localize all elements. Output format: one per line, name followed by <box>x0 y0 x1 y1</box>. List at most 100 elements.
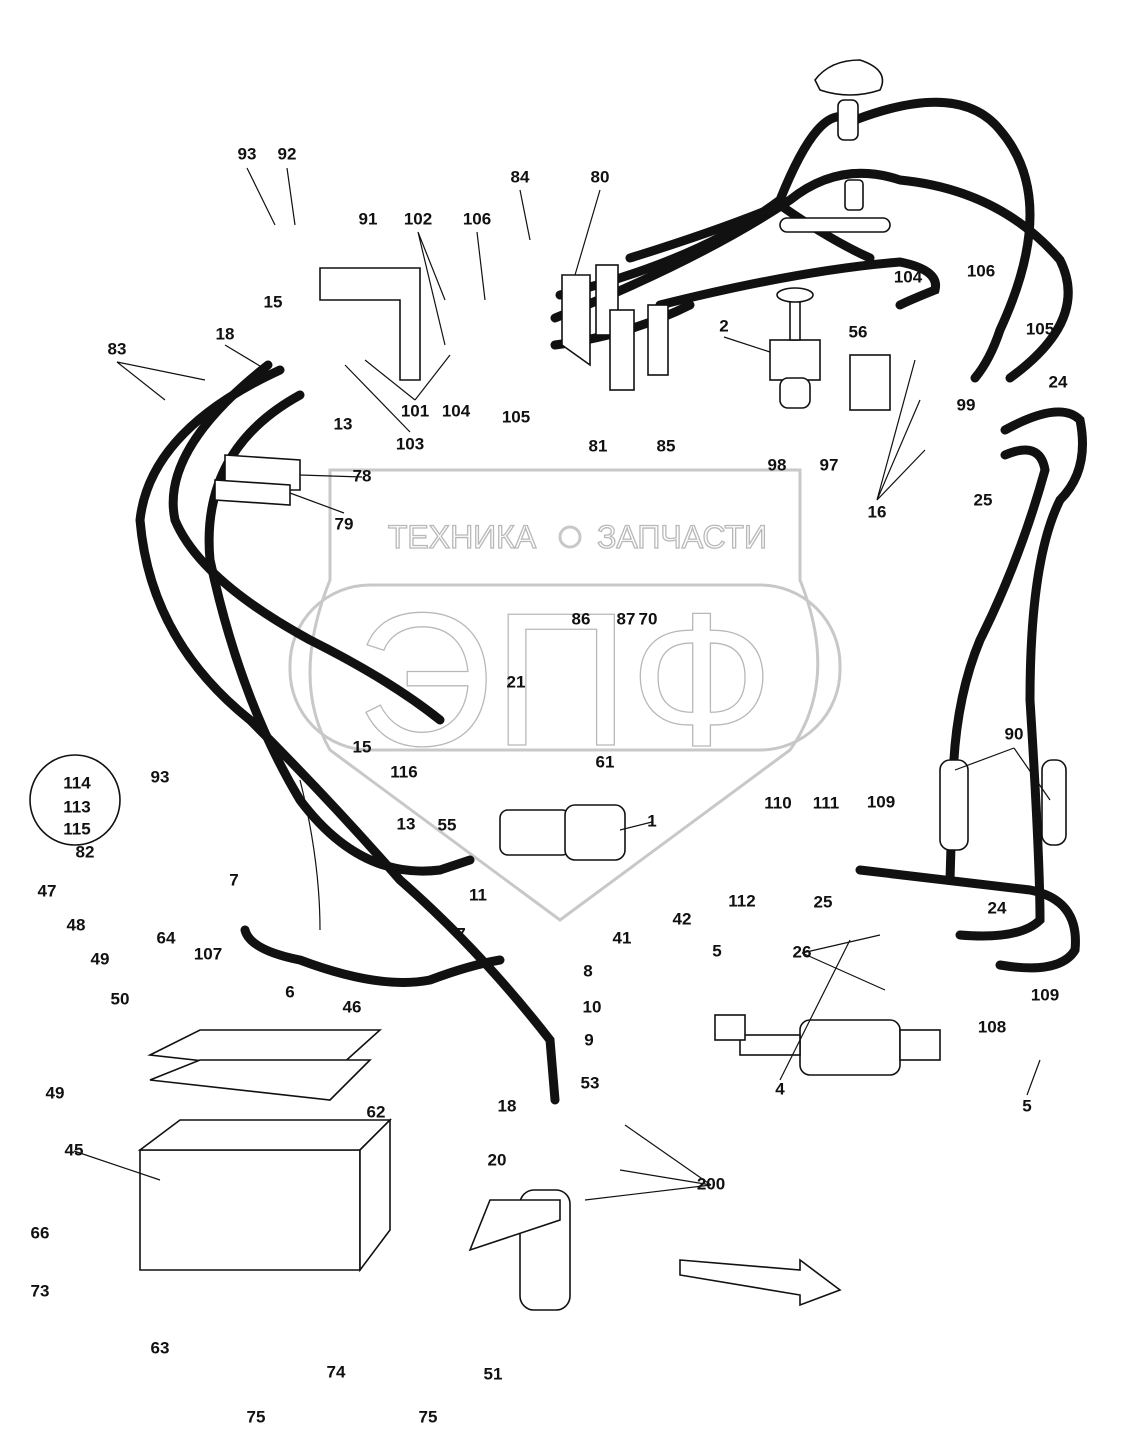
steering-column <box>837 99 859 141</box>
clamp-79 <box>214 479 291 506</box>
hose <box>850 97 1035 383</box>
cylinder-4-clevis <box>899 1029 941 1061</box>
callout-label-84: 84 <box>511 167 530 186</box>
leader-line <box>73 167 1051 1201</box>
callout-label-42: 42 <box>673 909 692 928</box>
callout-label-24: 24 <box>1049 372 1068 391</box>
callout-label-4: 4 <box>775 1079 785 1098</box>
callout-label-46: 46 <box>343 997 362 1016</box>
callout-label-106: 106 <box>463 209 491 228</box>
belt <box>779 217 891 233</box>
callout-label-18: 18 <box>498 1096 517 1115</box>
callout-label-53: 53 <box>581 1073 600 1092</box>
callout-label-92: 92 <box>278 144 297 163</box>
hose <box>135 365 560 1105</box>
cylinder-4 <box>799 1019 901 1076</box>
callout-label-13: 13 <box>397 814 416 833</box>
cylinder-4-rod <box>739 1034 801 1056</box>
callout-label-64: 64 <box>157 928 176 947</box>
callout-label-2: 2 <box>719 316 728 335</box>
callout-label-99: 99 <box>957 395 976 414</box>
callout-label-13: 13 <box>334 414 353 433</box>
callout-label-7: 7 <box>229 870 238 889</box>
callout-label-102: 102 <box>404 209 432 228</box>
callout-label-16: 16 <box>868 502 887 521</box>
callout-label-70: 70 <box>639 609 658 628</box>
callout-label-51: 51 <box>484 1364 503 1383</box>
hoses <box>135 97 1087 1105</box>
sleeve-90b <box>1041 759 1067 846</box>
callout-label-109: 109 <box>1031 985 1059 1004</box>
valve-2 <box>769 339 821 381</box>
watermark-left-word: ТЕХНИКА <box>388 519 537 555</box>
callout-label-74: 74 <box>327 1362 346 1381</box>
callout-label-109: 109 <box>867 792 895 811</box>
callout-label-1: 1 <box>647 811 656 830</box>
hose <box>945 445 1050 885</box>
block-97 <box>849 354 891 411</box>
callout-label-18: 18 <box>216 324 235 343</box>
callout-label-86: 86 <box>572 609 591 628</box>
callout-label-55: 55 <box>438 815 457 834</box>
callout-label-93: 93 <box>151 767 170 786</box>
tank-45 <box>139 1149 361 1271</box>
callout-label-85: 85 <box>657 436 676 455</box>
callout-label-50: 50 <box>111 989 130 1008</box>
hose <box>955 407 1087 941</box>
tank-45-side <box>359 1118 391 1273</box>
callout-label-5: 5 <box>712 941 721 960</box>
hose <box>655 257 941 310</box>
callout-label-26: 26 <box>793 942 812 961</box>
cylinder-4-eye <box>714 1014 746 1041</box>
sleeve-90 <box>939 759 969 851</box>
hose <box>240 925 505 987</box>
callout-label-25: 25 <box>974 490 993 509</box>
watermark: ТЕХНИКА ЗАПЧАСТИ ЭПФ <box>288 468 842 922</box>
valve-2-stem <box>789 299 801 341</box>
callout-label-62: 62 <box>367 1102 386 1121</box>
callout-label-75: 75 <box>419 1407 438 1426</box>
leader-lines <box>73 167 1051 1201</box>
callout-label-61: 61 <box>596 752 615 771</box>
callout-label-104: 104 <box>442 401 471 420</box>
detail-inset <box>29 754 121 846</box>
pump-1 <box>499 809 571 856</box>
callout-label-41: 41 <box>613 928 632 947</box>
callout-label-105: 105 <box>502 407 530 426</box>
callout-label-83: 83 <box>108 339 127 358</box>
hose <box>625 199 875 263</box>
callout-label-111: 111 <box>813 793 840 812</box>
parts <box>29 59 1067 1311</box>
pump-1-motor <box>564 804 626 861</box>
callout-label-5: 5 <box>1022 1096 1031 1115</box>
direction-arrow <box>679 1258 842 1307</box>
pin <box>844 179 864 211</box>
tank-45-top <box>137 1119 392 1151</box>
callout-label-110: 110 <box>764 793 791 812</box>
callout-label-21: 21 <box>507 672 526 691</box>
callout-label-107: 107 <box>194 944 222 963</box>
steering-wheel <box>814 59 884 96</box>
hose <box>855 865 1080 973</box>
callout-label-25: 25 <box>814 892 833 911</box>
callout-label-49: 49 <box>91 949 110 968</box>
callout-label-116: 116 <box>390 762 417 781</box>
bracket-81b <box>647 304 669 376</box>
callout-label-103: 103 <box>396 434 424 453</box>
callout-label-24: 24 <box>988 898 1007 917</box>
callout-label-49: 49 <box>46 1083 65 1102</box>
callout-label-87: 87 <box>617 609 636 628</box>
callout-label-113: 113 <box>63 797 90 816</box>
hose <box>550 168 1073 383</box>
bracket-81 <box>609 309 635 391</box>
callout-label-80: 80 <box>591 167 610 186</box>
callout-label-7: 7 <box>456 924 465 943</box>
callout-label-108: 108 <box>978 1017 1006 1036</box>
callout-label-47: 47 <box>38 881 57 900</box>
callout-label-8: 8 <box>583 961 592 980</box>
valve-2-knob <box>776 287 814 303</box>
callout-label-20: 20 <box>488 1150 507 1169</box>
